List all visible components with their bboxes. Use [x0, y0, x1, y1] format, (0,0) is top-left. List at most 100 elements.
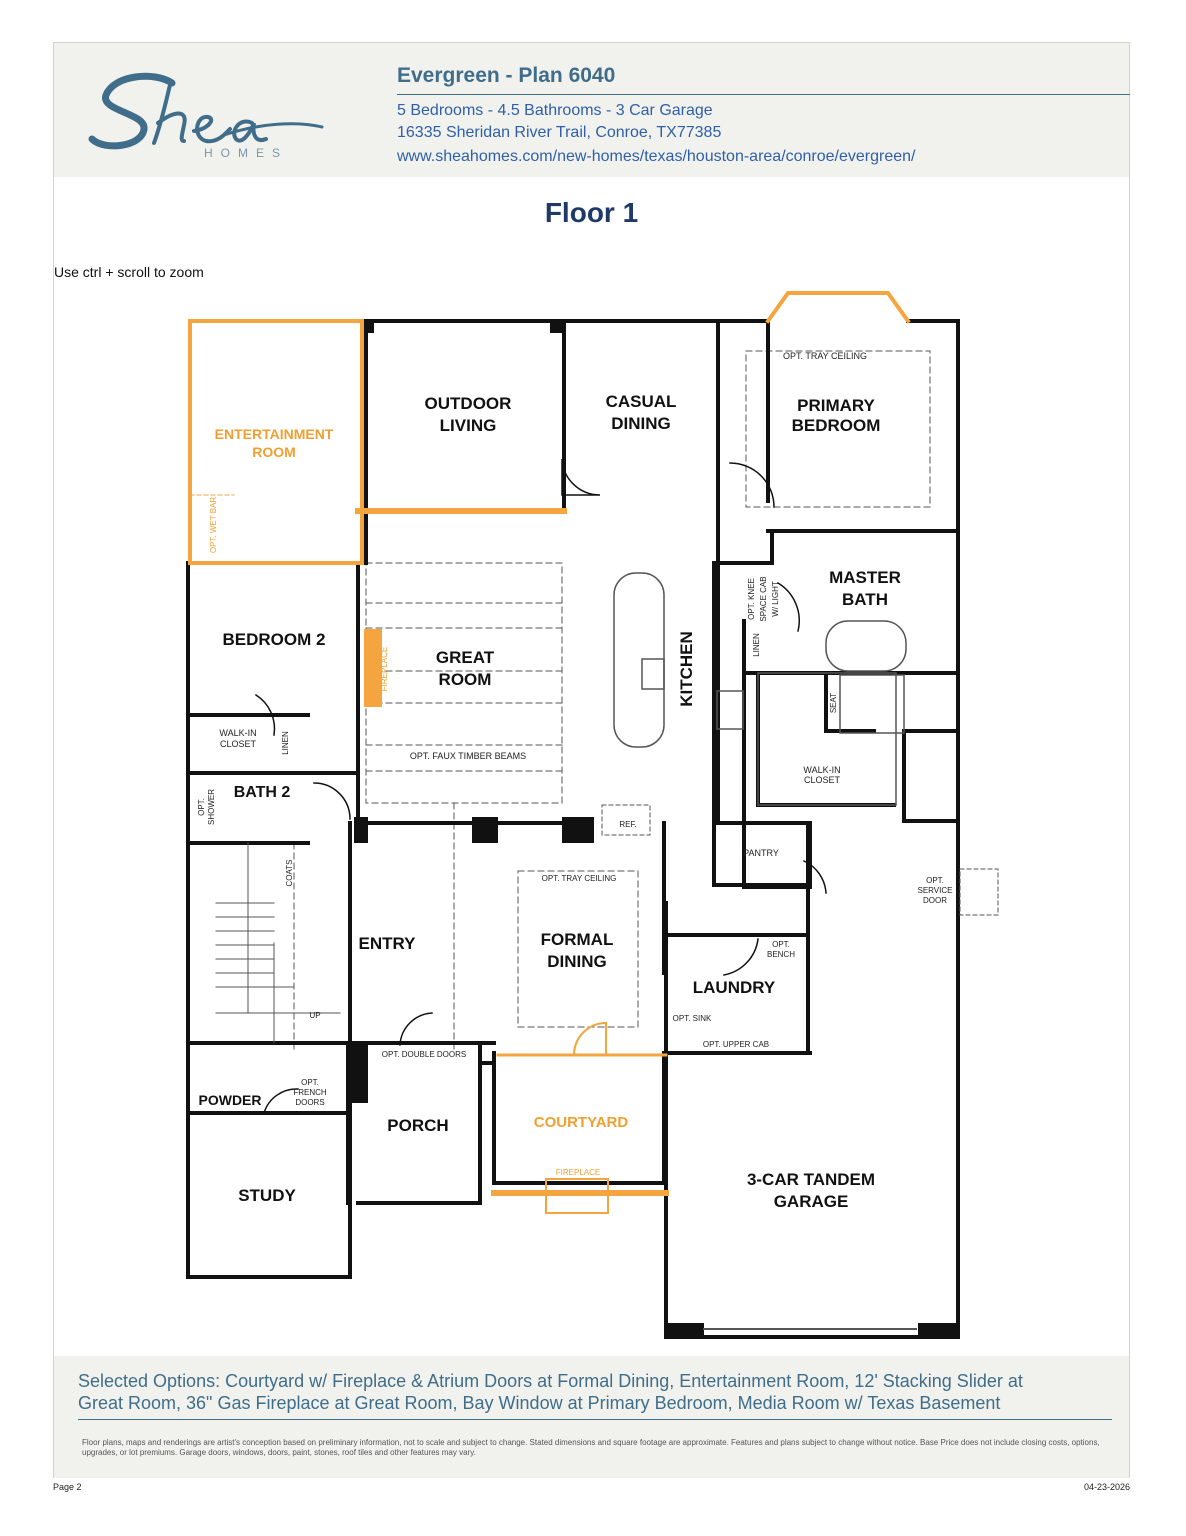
door-swing — [776, 581, 800, 632]
entertainment-room-label: ENTERTAINMENT — [215, 426, 334, 442]
great-room-fireplace-note: FIREPLACE — [380, 647, 389, 691]
service-door-note-3: DOOR — [923, 896, 947, 905]
formal-tray-ceiling-note: OPT. TRAY CEILING — [542, 874, 617, 883]
wet-bar-note: OPT. WET BAR — [209, 497, 218, 554]
master-linen-note: LINEN — [752, 633, 761, 657]
atrium-door-swing — [572, 1021, 607, 1057]
floor-title: Floor 1 — [544, 197, 639, 228]
primary-tray-ceiling — [745, 350, 931, 508]
bath-2-label: BATH 2 — [234, 784, 291, 801]
door-swing — [313, 782, 351, 820]
selected-options: Selected Options: Courtyard w/ Fireplace… — [78, 1370, 1108, 1414]
door-swing — [729, 462, 775, 508]
bedroom-2-label: BEDROOM 2 — [223, 630, 326, 649]
kitchen-island — [613, 572, 665, 748]
walk-in-closet-outline — [757, 672, 897, 806]
disclaimer: Floor plans, maps and renderings are art… — [82, 1438, 1100, 1457]
logo-subtext: HOMES — [204, 146, 288, 160]
selected-options-line-1: Selected Options: Courtyard w/ Fireplace… — [78, 1371, 1023, 1391]
plan-title: Evergreen - Plan 6040 — [397, 64, 616, 87]
primary-bedroom-label-2: BEDROOM — [792, 416, 881, 435]
courtyard-fireplace — [545, 1178, 609, 1214]
master-bath-label: MASTER — [829, 568, 901, 587]
bed2-closet-note-2: CLOSET — [220, 739, 257, 749]
french-doors-note-2: FRENCH — [293, 1088, 327, 1097]
master-closet-note-2: CLOSET — [804, 775, 841, 785]
great-room-fireplace — [364, 629, 382, 707]
wall-block — [918, 1323, 958, 1339]
powder-label: POWDER — [199, 1092, 262, 1108]
tray-ceiling-note: OPT. TRAY CEILING — [783, 351, 867, 361]
knee-space-note-3: W/ LIGHT — [771, 581, 780, 617]
service-door-note-1: OPT. — [926, 876, 944, 885]
great-room-label-2: ROOM — [439, 670, 492, 689]
wall-block — [664, 1323, 704, 1339]
garage-label-2: GARAGE — [774, 1192, 849, 1211]
print-date: 04-23-2026 — [1083, 1482, 1130, 1492]
kitchen-label: KITCHEN — [677, 631, 696, 707]
footer-divider — [78, 1419, 1112, 1420]
header: HOMES Evergreen - Plan 6040 5 Bedrooms -… — [54, 43, 1130, 177]
kitchen-sink — [641, 658, 665, 690]
shea-homes-logo: HOMES — [88, 72, 324, 160]
door-swing — [561, 458, 601, 496]
opt-double-doors-note: OPT. DOUBLE DOORS — [382, 1050, 466, 1059]
bay-window — [765, 291, 911, 324]
bed2-linen-note: LINEN — [281, 731, 290, 755]
outdoor-living-label: OUTDOOR — [425, 394, 512, 413]
courtyard-label: COURTYARD — [534, 1114, 629, 1131]
opt-sink-note: OPT. SINK — [673, 1014, 712, 1023]
casual-dining-label-2: DINING — [611, 414, 671, 433]
selected-options-line-2: Great Room, 36" Gas Fireplace at Great R… — [78, 1393, 1001, 1413]
casual-dining-label: CASUAL — [606, 392, 677, 411]
bathtub — [825, 620, 907, 672]
wall — [362, 319, 368, 565]
entry-label: ENTRY — [359, 934, 417, 953]
entertainment-room-outline — [188, 319, 364, 565]
opt-bench-note-2: BENCH — [767, 950, 795, 959]
title-divider — [397, 94, 1130, 95]
refrigerator-note: REF. — [619, 820, 636, 829]
page-number: Page 2 — [53, 1482, 82, 1492]
great-room-label: GREAT — [436, 648, 495, 667]
column — [562, 817, 594, 843]
stair-up-note: UP — [309, 1011, 320, 1020]
door-swing — [399, 1012, 433, 1046]
column — [346, 1043, 368, 1103]
footer: Selected Options: Courtyard w/ Fireplace… — [54, 1356, 1129, 1478]
french-doors-note-1: OPT. — [301, 1078, 319, 1087]
door-swing — [254, 693, 276, 736]
faux-beams-note: OPT. FAUX TIMBER BEAMS — [410, 751, 526, 761]
floor-plan[interactable]: ENTERTAINMENT ROOM OUTDOOR LIVING CASUAL… — [174, 283, 1094, 1353]
opt-shower-note-2: SHOWER — [207, 789, 216, 825]
wall-block — [550, 319, 564, 333]
column — [472, 817, 498, 843]
door-swing — [263, 1088, 299, 1114]
shower-seat-note: SEAT — [829, 693, 838, 713]
knee-space-note-2: SPACE CAB — [759, 576, 768, 621]
zoom-hint: Use ctrl + scroll to zoom — [54, 264, 204, 280]
courtyard-fireplace-note: FIREPLACE — [556, 1168, 600, 1177]
study-label: STUDY — [238, 1186, 296, 1205]
refrigerator — [601, 804, 651, 836]
cooktop — [716, 690, 744, 730]
master-closet-note-1: WALK-IN — [803, 765, 840, 775]
pantry-note: PANTRY — [743, 848, 779, 858]
formal-dining-label-2: DINING — [547, 952, 607, 971]
primary-bedroom-label: PRIMARY — [797, 396, 875, 415]
entertainment-room-label-2: ROOM — [252, 444, 296, 460]
opt-bench-note-1: OPT. — [772, 940, 790, 949]
community-url[interactable]: www.sheahomes.com/new-homes/texas/housto… — [397, 148, 916, 165]
door-swing — [723, 938, 759, 976]
service-door-note-2: SERVICE — [918, 886, 953, 895]
knee-space-note-1: OPT. KNEE — [747, 578, 756, 620]
page-frame: HOMES Evergreen - Plan 6040 5 Bedrooms -… — [53, 42, 1130, 1478]
outdoor-living-label-2: LIVING — [440, 416, 497, 435]
opt-upper-cab-note: OPT. UPPER CAB — [703, 1040, 769, 1049]
service-door — [959, 868, 999, 916]
master-bath-label-2: BATH — [842, 590, 888, 609]
opt-shower-note-1: OPT. — [197, 798, 206, 816]
coats-note: COATS — [285, 860, 294, 887]
french-doors-note-3: DOORS — [295, 1098, 324, 1107]
bed2-closet-note-1: WALK-IN — [219, 728, 256, 738]
